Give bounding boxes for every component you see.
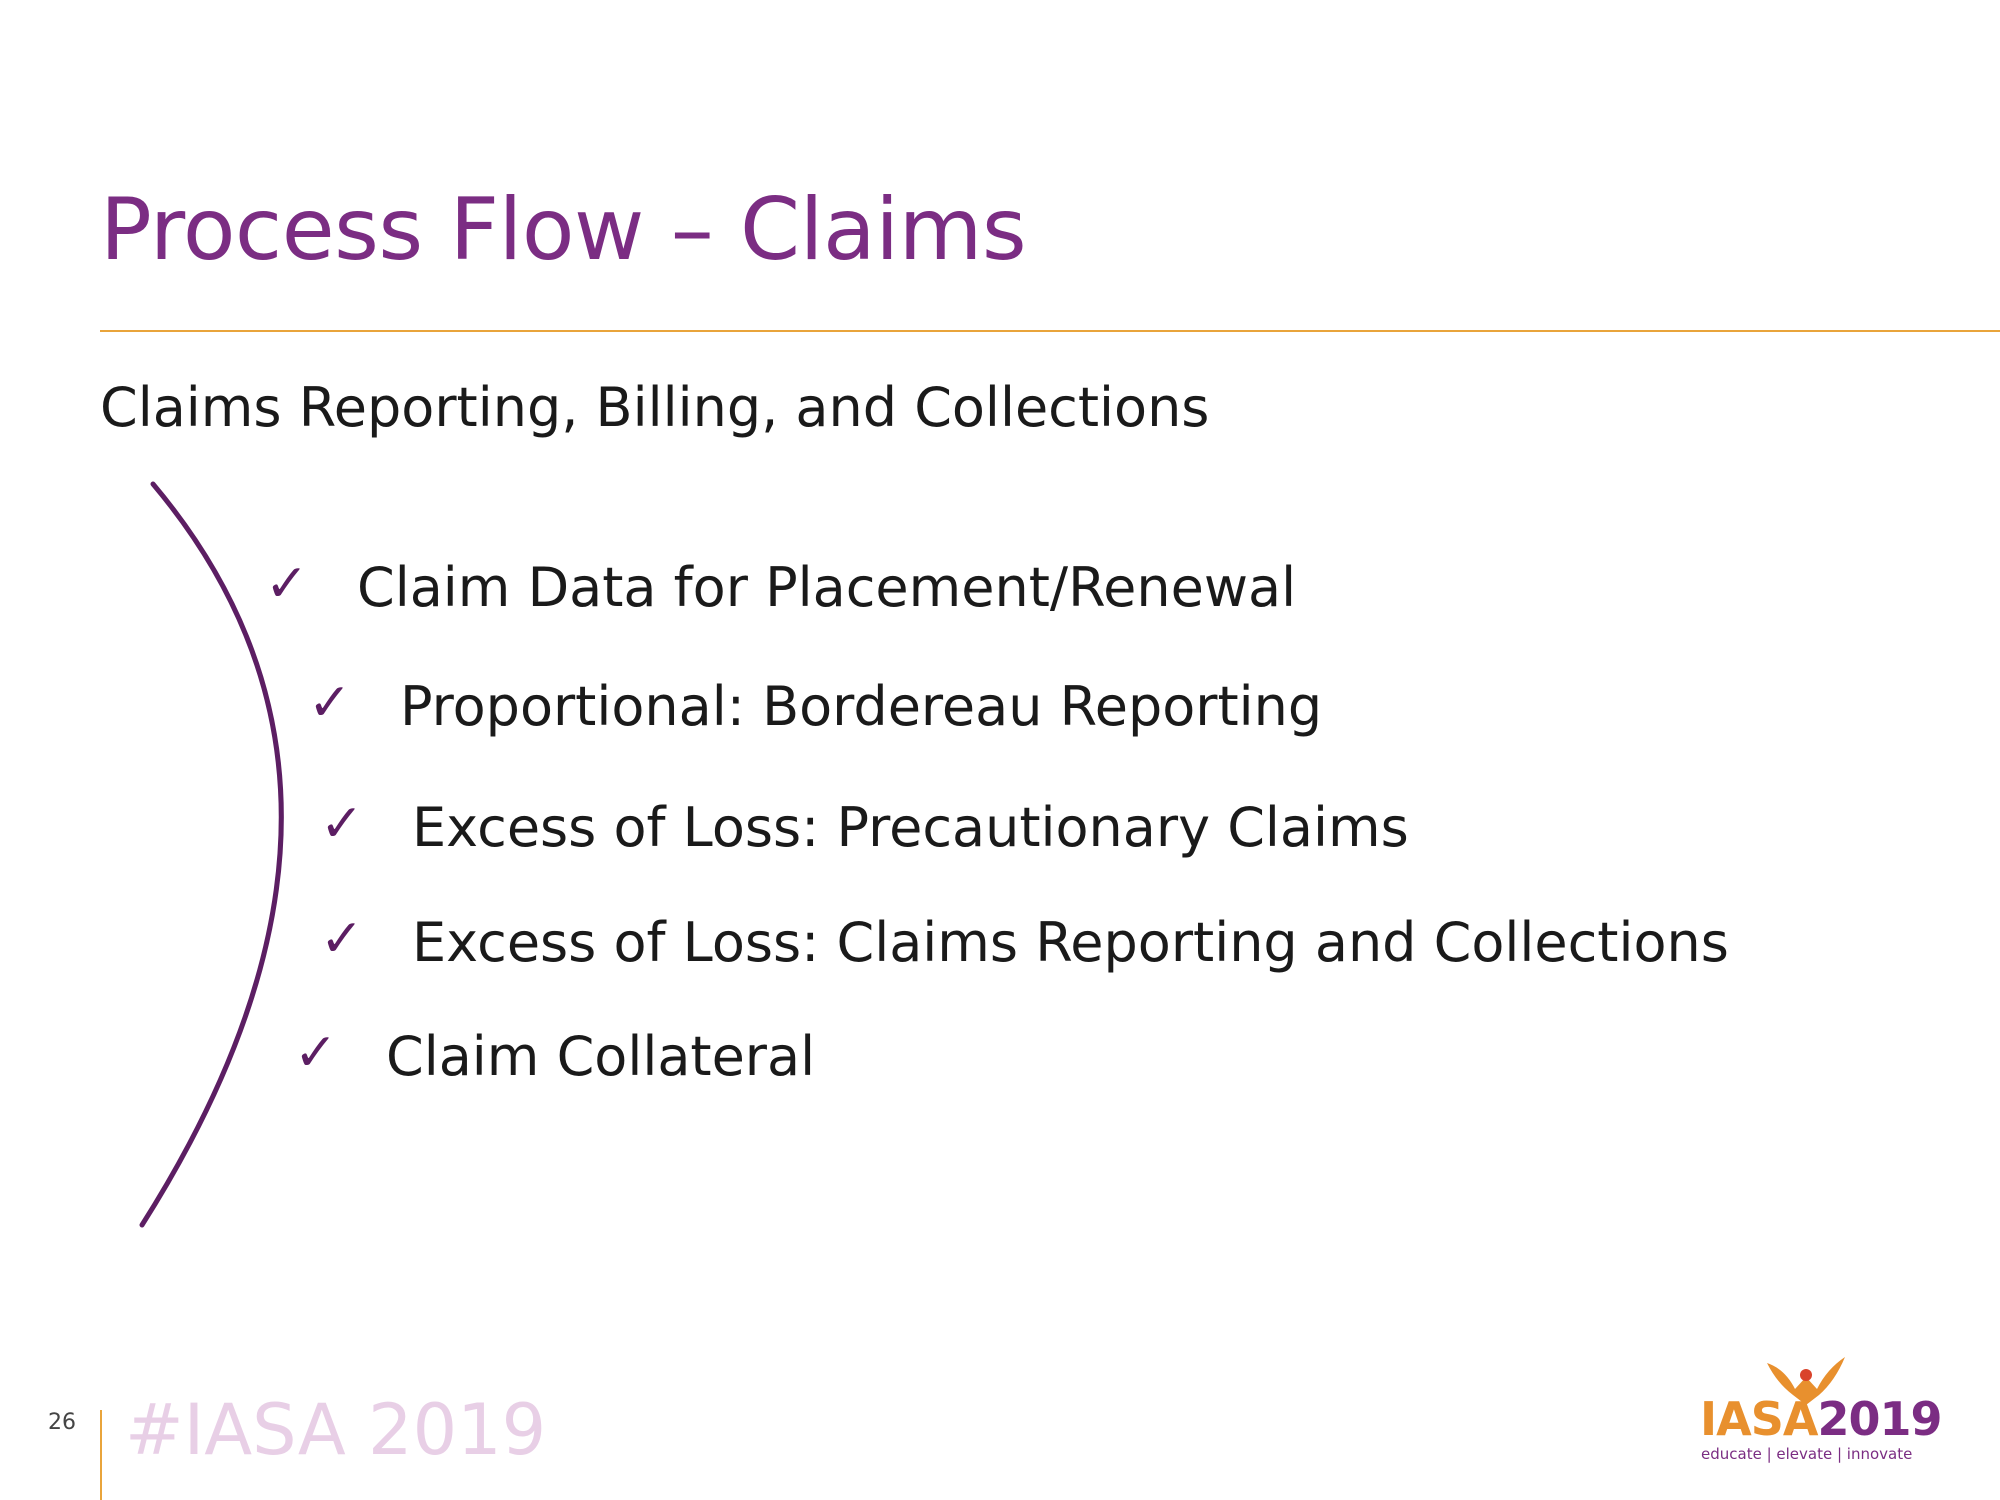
checklist-item: ✓ Proportional: Bordereau Reporting — [308, 673, 1323, 740]
checkmark-icon: ✓ — [320, 794, 364, 854]
event-hashtag: #IASA 2019 — [125, 1389, 547, 1471]
title-divider — [100, 330, 2000, 332]
footer-divider — [100, 1410, 102, 1500]
checklist-item-label: Proportional: Bordereau Reporting — [400, 675, 1323, 738]
checklist-item-label: Excess of Loss: Claims Reporting and Col… — [412, 911, 1729, 974]
logo-wordmark: IASA2019 — [1700, 1392, 1942, 1446]
checkmark-icon: ✓ — [294, 1023, 338, 1083]
page-number: 26 — [48, 1410, 76, 1435]
slide-title: Process Flow – Claims — [100, 180, 1027, 280]
checklist-item: ✓ Excess of Loss: Claims Reporting and C… — [320, 909, 1729, 976]
checklist-item: ✓ Excess of Loss: Precautionary Claims — [320, 794, 1409, 861]
checkmark-icon: ✓ — [265, 554, 309, 614]
checklist-item: ✓ Claim Data for Placement/Renewal — [265, 554, 1297, 621]
logo-tagline: educate | elevate | innovate — [1701, 1445, 1913, 1463]
logo-name: IASA — [1700, 1392, 1818, 1446]
iasa-logo: IASA2019 educate | elevate | innovate — [1695, 1355, 1942, 1465]
slide-subtitle: Claims Reporting, Billing, and Collectio… — [100, 376, 1210, 439]
checkmark-icon: ✓ — [308, 673, 352, 733]
checklist-item-label: Excess of Loss: Precautionary Claims — [412, 796, 1409, 859]
logo-year: 2019 — [1817, 1392, 1942, 1446]
checklist-item-label: Claim Data for Placement/Renewal — [357, 556, 1297, 619]
checkmark-icon: ✓ — [320, 909, 364, 969]
checklist-item-label: Claim Collateral — [386, 1025, 816, 1088]
phoenix-icon — [1767, 1357, 1845, 1405]
checklist-item: ✓ Claim Collateral — [294, 1023, 816, 1090]
